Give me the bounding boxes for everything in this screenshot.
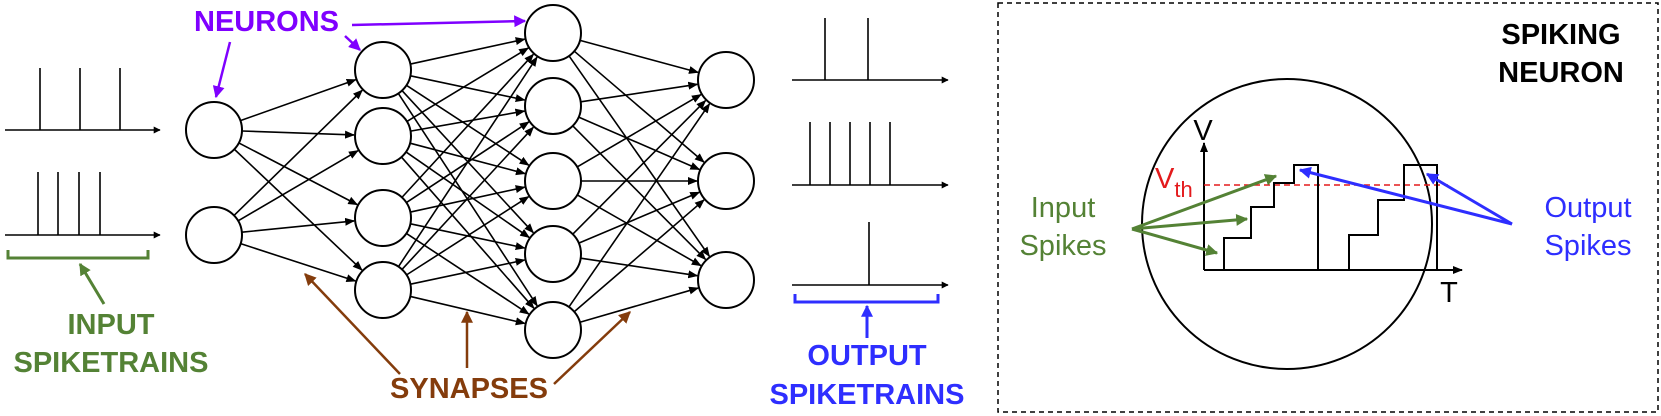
synapse-2-1-1	[578, 116, 701, 171]
synapse-2-4-0	[568, 103, 711, 308]
input-spikes-label-line2: Spikes	[1019, 230, 1106, 262]
synapse-1-0-0	[410, 37, 526, 65]
synapse-1-3-2	[406, 195, 530, 276]
output-spiketrains-label-line1: OUTPUT	[807, 340, 927, 372]
synapse-0-0-3	[233, 148, 363, 271]
synapse-2-0-2	[568, 55, 711, 258]
synapse-1-1-1	[410, 108, 526, 132]
input-bracket	[6, 250, 150, 260]
synapse-2-1-2	[572, 125, 707, 261]
synapse-0-0-1	[241, 130, 356, 139]
threshold-label-main: V	[1155, 163, 1175, 195]
input-spikes-arrow-1	[1131, 174, 1278, 231]
synapse-2-1-0	[580, 81, 699, 103]
neuron-layer2-2	[524, 152, 582, 210]
output-bracket	[793, 294, 940, 304]
input-spikes-label-line1: Input	[1031, 192, 1096, 224]
synapses-arrow-1	[304, 273, 401, 375]
synapse-0-1-0	[233, 89, 363, 217]
synapse-2-2-2	[576, 194, 702, 267]
neuron-layer2-4	[524, 301, 582, 359]
synapses-arrow-3	[553, 311, 631, 385]
output-spikes-label-line1: Output	[1544, 192, 1631, 224]
synapse-2-4-2	[579, 286, 700, 323]
synapse-2-0-0	[579, 39, 699, 74]
synapse-0-1-3	[240, 242, 357, 283]
neuron-layer3-0	[697, 51, 755, 109]
input-spiketrains-label-line2: SPIKETRAINS	[14, 347, 209, 379]
synapse-0-1-1	[237, 149, 359, 222]
neuron-layer3-1	[697, 152, 755, 210]
neuron-layer1-1	[354, 107, 412, 165]
threshold-label: Vth	[1155, 163, 1193, 202]
synapse-1-2-0	[401, 53, 535, 198]
synapse-1-1-2	[409, 142, 526, 176]
synapse-1-0-1	[410, 75, 526, 103]
neuron-layer0-0	[185, 101, 243, 159]
synapse-1-3-1	[401, 126, 534, 270]
synapse-0-0-2	[238, 142, 359, 206]
input-spiketrain-2	[5, 172, 161, 239]
input-spikes-arrow-2	[1131, 213, 1249, 231]
output-spiketrain-2	[792, 122, 949, 189]
output-spikes-arrow-2	[1425, 172, 1513, 226]
spiking-neuron-panel: SPIKING NEURON V T Vth Input Spikes Outp…	[997, 2, 1659, 413]
synapse-1-3-0	[397, 56, 538, 268]
synapse-2-4-1	[573, 199, 705, 313]
neurons-arrow-1	[212, 41, 232, 99]
synapse-2-2-0	[576, 93, 702, 168]
synapse-lines	[233, 37, 711, 326]
output-spiketrain-3	[792, 222, 949, 289]
neuron-layer3-2	[697, 251, 755, 309]
neurons-label: NEURONS	[194, 6, 339, 38]
synapse-0-1-2	[241, 217, 356, 233]
output-spiketrains	[792, 18, 949, 289]
neuron-layer2-3	[524, 225, 582, 283]
synapse-2-0-1	[573, 50, 705, 163]
neuron-layers	[185, 4, 755, 359]
output-spikes-arrow-1	[1298, 166, 1513, 226]
synapse-1-1-3	[405, 151, 530, 239]
neurons-arrow-2	[344, 35, 361, 51]
synapse-2-3-0	[572, 99, 707, 235]
neuron-layer2-0	[524, 4, 582, 62]
input-arrow	[78, 262, 106, 305]
synapse-1-1-0	[406, 47, 530, 123]
synapse-1-2-4	[405, 232, 530, 315]
input-spikes-arrow-3	[1131, 227, 1219, 256]
neuron-layer1-0	[354, 41, 412, 99]
neuron-layer0-1	[185, 206, 243, 264]
input-spiketrains-label-line1: INPUT	[68, 309, 155, 341]
panel-border	[997, 2, 1659, 413]
synapse-1-3-4	[410, 295, 526, 326]
synapse-2-3-1	[578, 191, 701, 244]
neurons-arrow-3	[351, 15, 527, 28]
neuron-layer1-3	[354, 261, 412, 319]
synapse-0-0-0	[240, 78, 357, 122]
output-spikes-label-line2: Spikes	[1544, 230, 1631, 262]
synapse-1-3-3	[410, 257, 526, 285]
neuron-layer1-2	[354, 189, 412, 247]
synapses-label: SYNAPSES	[390, 373, 548, 405]
threshold-label-sub: th	[1174, 177, 1192, 202]
synapse-2-3-2	[580, 257, 699, 279]
output-spiketrain-1	[792, 18, 949, 84]
neuron-layer2-1	[524, 77, 582, 135]
voltage-axis-label: V	[1193, 115, 1213, 147]
spiking-neuron-title-line2: NEURON	[1498, 57, 1624, 89]
input-spiketrains	[5, 68, 161, 239]
membrane-potential-trace	[1223, 164, 1438, 270]
spiking-neuron-title-line1: SPIKING	[1501, 19, 1620, 51]
time-axis-label: T	[1440, 277, 1458, 309]
output-spiketrains-label-line2: SPIKETRAINS	[770, 379, 965, 411]
synapse-1-1-4	[400, 156, 535, 309]
input-spiketrain-1	[5, 68, 161, 134]
